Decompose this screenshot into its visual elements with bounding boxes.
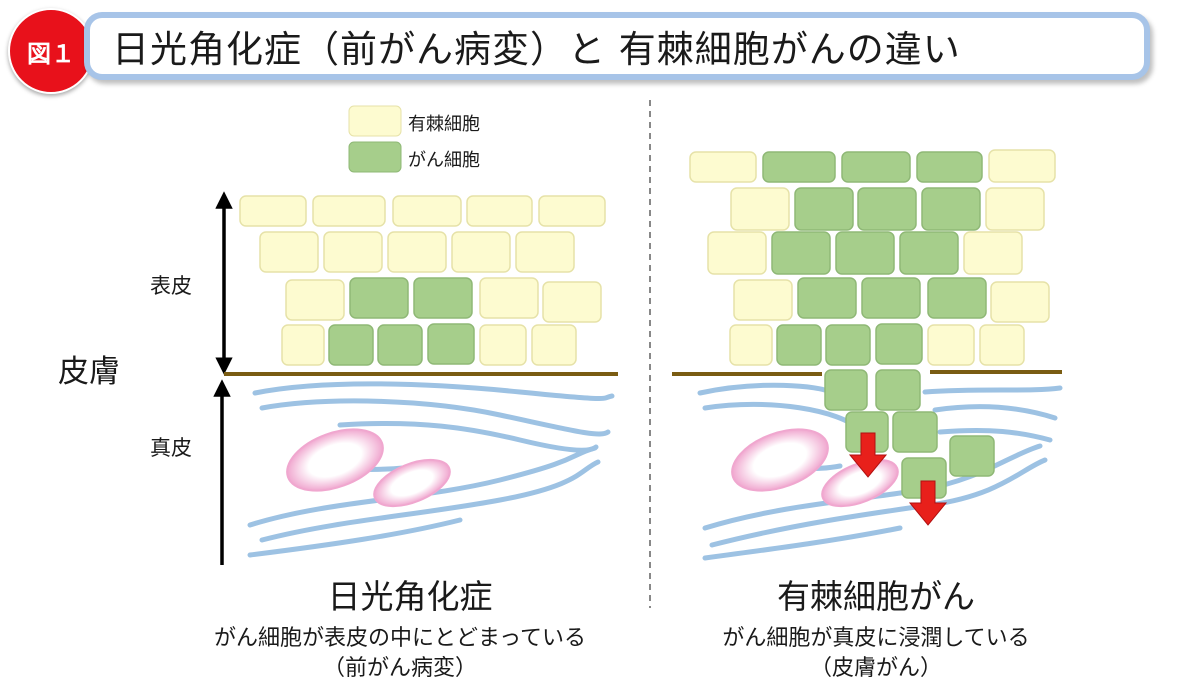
right-dermis-fibers xyxy=(697,382,1063,561)
epidermis-label: 表皮 xyxy=(150,274,192,298)
left-epidermis-cells xyxy=(239,195,606,366)
right-blood-vessels xyxy=(731,428,899,508)
figure-badge: 図１ xyxy=(8,8,94,94)
right-panel-note: （皮膚がん） xyxy=(809,656,942,681)
left-blood-vessels xyxy=(286,428,451,508)
legend-swatch-cancer xyxy=(348,141,402,173)
left-dermis-fibers xyxy=(247,381,615,558)
left-panel-subtitle: がん細胞が表皮の中にとどまっている xyxy=(213,626,587,651)
title-banner: 日光角化症（前がん病変）と 有棘細胞がんの違い xyxy=(84,12,1150,80)
right-panel-subtitle: がん細胞が真皮に浸潤している xyxy=(722,626,1030,651)
right-epidermis-cells xyxy=(689,149,1056,366)
legend-swatch-normal xyxy=(348,105,402,137)
skin-label: 皮膚 xyxy=(58,354,120,390)
left-panel-title: 日光角化症 xyxy=(327,577,493,616)
legend-label-normal: 有棘細胞 xyxy=(408,114,480,135)
invasion-arrows xyxy=(848,432,948,526)
right-panel-title: 有棘細胞がん xyxy=(777,577,975,616)
dermis-label: 真皮 xyxy=(150,436,192,460)
page-title: 日光角化症（前がん病変）と 有棘細胞がんの違い xyxy=(112,28,961,71)
invading-cancer-cells xyxy=(824,369,995,499)
left-panel-note: （前がん病変） xyxy=(322,656,477,681)
legend-label-cancer: がん細胞 xyxy=(408,150,480,171)
